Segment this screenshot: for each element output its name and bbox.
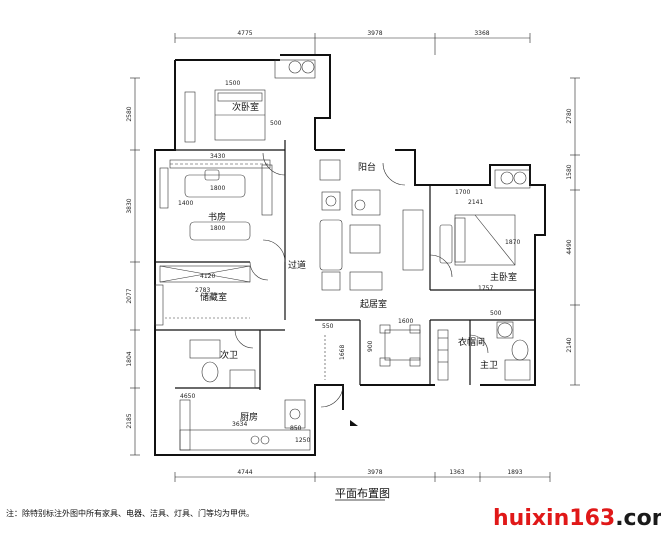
room-label-cloakroom: 衣帽间	[458, 336, 485, 348]
bottom-dimension-line	[174, 472, 551, 482]
exterior-walls	[154, 54, 546, 456]
dim-inner: 1757	[478, 285, 493, 292]
master-bedroom-furniture	[439, 169, 531, 266]
kitchen-counters	[179, 399, 311, 451]
dim-inner: 2783	[195, 287, 210, 294]
storage-shelving	[154, 265, 251, 326]
dim-inner: 4650	[180, 393, 195, 400]
dim-inner: 1600	[398, 318, 413, 325]
dim-bottom-1: 4744	[237, 469, 252, 476]
dim-bottom-4: 1893	[507, 469, 522, 476]
room-label-master-bath: 主卫	[480, 359, 498, 371]
watermark: huixin163.com	[493, 506, 661, 531]
room-label-second-bath: 次卫	[220, 349, 238, 361]
dining-furniture	[324, 324, 421, 380]
second-bedroom-furniture	[184, 59, 316, 143]
dim-right-4: 2140	[566, 337, 573, 352]
drawing-title: 平面布置图	[335, 487, 390, 500]
dim-right-2: 1580	[566, 164, 573, 179]
dim-inner: 900	[367, 340, 374, 352]
dim-inner: 2141	[468, 199, 483, 206]
top-dimension-line	[174, 33, 531, 55]
watermark-part2: .com	[615, 506, 661, 531]
room-label-balcony: 阳台	[358, 161, 376, 173]
room-label-living-room: 起居室	[360, 298, 387, 310]
dim-left-3: 2077	[126, 288, 133, 303]
dim-inner: 1500	[225, 80, 240, 87]
dim-bottom-3: 1363	[449, 469, 464, 476]
dim-left-4: 1804	[126, 351, 133, 366]
dim-inner: 500	[270, 120, 282, 127]
dim-top-2: 3978	[367, 30, 382, 37]
dim-inner: 4120	[200, 273, 215, 280]
dim-right-1: 2780	[566, 108, 573, 123]
door-swings	[234, 152, 489, 408]
room-label-second-bedroom: 次卧室	[232, 101, 259, 113]
left-dimension-line	[130, 77, 140, 456]
dim-inner: 550	[322, 323, 334, 330]
dim-inner: 1668	[339, 345, 346, 360]
room-label-kitchen: 厨房	[240, 411, 258, 423]
dim-inner: 1870	[505, 239, 520, 246]
room-label-master-bedroom: 主卧室	[490, 271, 517, 283]
room-label-storage: 储藏室	[200, 291, 227, 303]
dim-inner: 3634	[232, 421, 247, 428]
study-furniture	[159, 159, 273, 241]
dim-left-1: 2580	[126, 106, 133, 121]
dim-inner: 1700	[455, 189, 470, 196]
dim-inner: 1800	[210, 225, 225, 232]
dim-top-3: 3368	[474, 30, 489, 37]
dim-inner: 1250	[295, 437, 310, 444]
living-room-furniture	[319, 159, 424, 291]
dim-inner: 1400	[178, 200, 193, 207]
watermark-part1: huixin163	[493, 506, 615, 531]
dim-bottom-2: 3978	[367, 469, 382, 476]
dim-inner: 500	[490, 310, 502, 317]
dim-inner: 1800	[210, 185, 225, 192]
dim-left-5: 2185	[126, 413, 133, 428]
footnote: 注：除特别标注外图中所有家具、电器、洁具、灯具、门等均为甲供。	[6, 508, 254, 518]
entry-arrow-icon	[350, 420, 358, 426]
dim-left-2: 3830	[126, 198, 133, 213]
dim-inner: 3430	[210, 153, 225, 160]
room-label-corridor: 过道	[288, 259, 306, 271]
dim-right-3: 4490	[566, 239, 573, 254]
room-label-study: 书房	[208, 211, 226, 223]
bathroom-fixtures	[189, 321, 531, 389]
right-dimension-line	[570, 77, 580, 386]
dim-inner: 850	[290, 425, 302, 432]
dim-top-1: 4775	[237, 30, 252, 37]
